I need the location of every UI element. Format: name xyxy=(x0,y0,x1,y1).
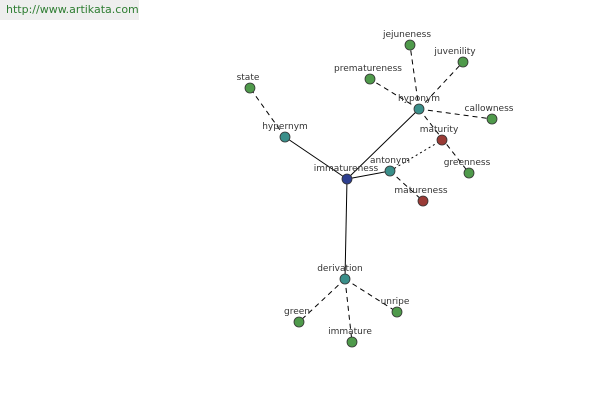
node-callowness[interactable] xyxy=(486,113,498,125)
node-hyponym[interactable] xyxy=(413,103,425,115)
edge-derivation-immature xyxy=(344,278,353,343)
site-watermark[interactable]: http://www.artikata.com xyxy=(0,0,139,20)
label-jejuneness[interactable]: jejuneness xyxy=(382,30,431,40)
edge-derivation-green xyxy=(298,278,346,323)
edge-derivation-unripe xyxy=(344,278,398,313)
edge-immatureness-hyponym xyxy=(346,108,420,180)
label-immature[interactable]: immature xyxy=(328,327,372,337)
node-matureness[interactable] xyxy=(417,195,429,207)
node-layer xyxy=(244,39,498,348)
label-juvenility[interactable]: juvenility xyxy=(433,47,476,57)
edge-hyponym-prematureness xyxy=(369,78,420,110)
label-hypernym[interactable]: hypernym xyxy=(262,122,308,132)
edge-antonym-matureness xyxy=(389,170,424,202)
edge-layer xyxy=(249,44,493,343)
label-unripe[interactable]: unripe xyxy=(381,297,410,307)
node-state[interactable] xyxy=(244,82,256,94)
edge-antonym-maturity xyxy=(389,139,443,172)
label-greenness[interactable]: greenness xyxy=(444,158,491,168)
edge-hypernym-state xyxy=(249,87,286,138)
edge-immatureness-hypernym xyxy=(284,136,348,180)
edge-hyponym-callowness xyxy=(418,108,493,120)
edge-hyponym-jejuneness xyxy=(409,44,420,110)
label-state[interactable]: state xyxy=(237,73,260,83)
node-antonym[interactable] xyxy=(384,165,396,177)
label-hyponym[interactable]: hyponym xyxy=(398,94,440,104)
label-immatureness[interactable]: immatureness xyxy=(314,164,379,174)
node-immature[interactable] xyxy=(346,336,358,348)
label-matureness[interactable]: matureness xyxy=(394,186,447,196)
label-prematureness[interactable]: prematureness xyxy=(334,64,402,74)
edge-hyponym-juvenility xyxy=(418,61,464,110)
node-green[interactable] xyxy=(293,316,305,328)
label-callowness[interactable]: callowness xyxy=(465,104,514,114)
label-derivation[interactable]: derivation xyxy=(317,264,363,274)
node-unripe[interactable] xyxy=(391,306,403,318)
node-derivation[interactable] xyxy=(339,273,351,285)
label-layer: immatureness hypernym hyponym antonym deriva… xyxy=(237,30,514,337)
label-antonym[interactable]: antonym xyxy=(370,156,410,166)
node-greenness[interactable] xyxy=(463,167,475,179)
node-immatureness[interactable] xyxy=(341,173,353,185)
label-maturity[interactable]: maturity xyxy=(420,125,459,135)
node-hypernym[interactable] xyxy=(279,131,291,143)
edge-immatureness-derivation xyxy=(344,178,348,280)
node-prematureness[interactable] xyxy=(364,73,376,85)
label-green[interactable]: green xyxy=(284,307,310,317)
edge-immatureness-antonym xyxy=(346,170,391,180)
node-maturity[interactable] xyxy=(436,134,448,146)
node-juvenility[interactable] xyxy=(457,56,469,68)
node-jejuneness[interactable] xyxy=(404,39,416,51)
